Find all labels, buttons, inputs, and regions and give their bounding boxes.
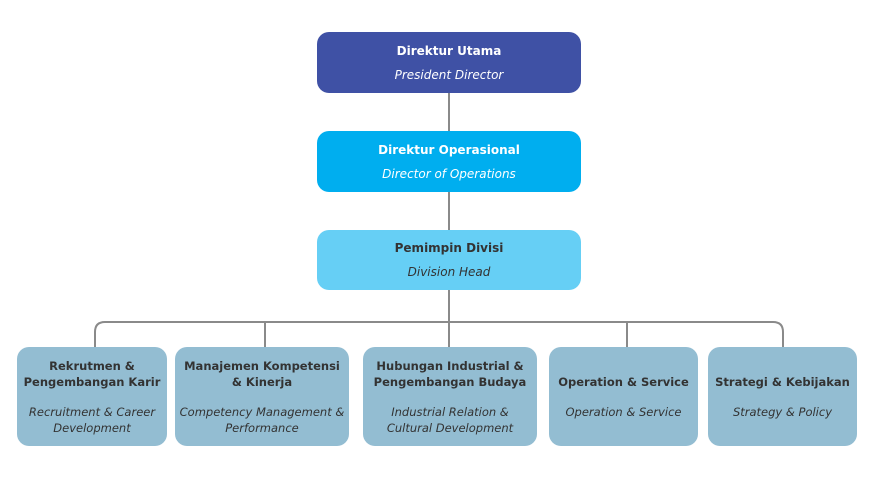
node-title: Pemimpin Divisi xyxy=(394,241,504,255)
node-title: Rekrutmen & Pengembangan Karir xyxy=(23,358,161,389)
connector-bus xyxy=(94,321,784,347)
node-division-head: Pemimpin Divisi Division Head xyxy=(317,230,581,290)
node-strategy-policy: Strategi & Kebijakan Strategy & Policy xyxy=(708,347,857,446)
node-subtitle: Strategy & Policy xyxy=(732,404,833,419)
node-title: Direktur Operasional xyxy=(378,142,520,157)
node-title: Strategi & Kebijakan xyxy=(715,374,850,389)
node-title: Direktur Utama xyxy=(396,43,502,58)
node-industrial-relation: Hubungan Industrial & Pengembangan Buday… xyxy=(363,347,537,446)
node-subtitle: Operation & Service xyxy=(565,404,682,419)
node-subtitle: Director of Operations xyxy=(382,166,516,181)
node-subtitle: President Director xyxy=(394,67,504,82)
node-subtitle: Competency Management & Performance xyxy=(179,404,345,435)
node-competency-performance: Manajemen Kompetensi & Kinerja Competenc… xyxy=(175,347,349,446)
node-title: Hubungan Industrial & Pengembangan Buday… xyxy=(373,358,527,389)
node-director-of-operations: Direktur Operasional Director of Operati… xyxy=(317,131,581,192)
node-operation-service: Operation & Service Operation & Service xyxy=(549,347,698,446)
node-title: Manajemen Kompetensi & Kinerja xyxy=(184,358,340,389)
node-subtitle: Division Head xyxy=(407,265,491,279)
node-subtitle: Industrial Relation & Cultural Developme… xyxy=(386,404,514,435)
node-subtitle: Recruitment & Career Development xyxy=(28,404,156,435)
node-recruitment-career: Rekrutmen & Pengembangan Karir Recruitme… xyxy=(17,347,167,446)
node-title: Operation & Service xyxy=(558,374,689,389)
node-president-director: Direktur Utama President Director xyxy=(317,32,581,93)
